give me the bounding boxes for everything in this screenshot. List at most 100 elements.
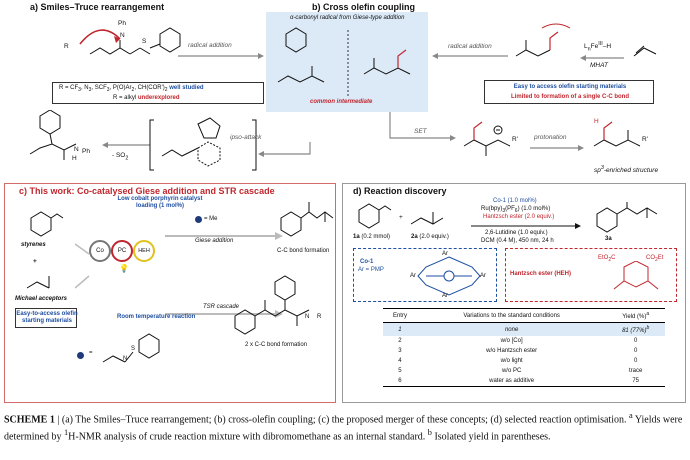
cc-bond-2-label: 2 x C-C bond formation <box>245 342 308 348</box>
hantzsch-structure-box: Hantzsch ester (HEH) EtO2C CO2Et <box>505 248 677 302</box>
ar-label-top: Ar <box>442 251 448 257</box>
hantzsch-label: Hantzsch ester (HEH) <box>510 271 572 277</box>
substrate-2a-label: 2a (2.0 equiv.) <box>411 234 449 240</box>
protonation-arrow <box>530 145 584 151</box>
panel-d: d) Reaction discovery 1a (0.2 mmol) + 2a… <box>342 183 686 403</box>
ipso-attack-label: ipso-attack <box>230 134 262 141</box>
table-header-entry: Entry <box>383 308 417 323</box>
panel-a-title: a) Smiles–Truce rearrangement <box>30 2 165 12</box>
room-temp-label: Room temperature reaction <box>117 314 196 320</box>
substrate-2a-structure <box>410 212 444 225</box>
condition-hantzsch: Hantzsch ester (2.0 equiv.) <box>483 214 555 220</box>
styrenes-label: styrenes <box>21 242 46 248</box>
set-arrow <box>389 112 456 141</box>
ph-label: Ph <box>118 20 126 27</box>
r-prime-label-2: R' <box>642 136 648 143</box>
equals-sign: = <box>89 350 93 356</box>
co-circle: Co <box>89 240 111 262</box>
mhat-label: MHAT <box>590 62 608 69</box>
plus-sign-d: + <box>399 214 403 221</box>
giese-product-structure <box>280 202 334 237</box>
panel-b-title: b) Cross olefin coupling <box>312 2 415 12</box>
so2-loss-label: - SO2 <box>112 152 129 162</box>
tsr-r-label: R <box>317 314 322 320</box>
product-ph-label: Ph <box>82 148 90 155</box>
amide-reagent-structure <box>102 333 160 363</box>
panel-b-arrow-label: radical addition <box>448 43 492 50</box>
common-intermediate-label: common intermediate <box>310 99 373 105</box>
condition-solvent: DCM (0.4 M), 450 nm, 24 h <box>481 238 554 244</box>
ar-label-left: Ar <box>410 273 416 279</box>
panel-c: c) This work: Co-catalysed Giese additio… <box>4 183 336 403</box>
product-nh-label: N <box>74 146 79 153</box>
carbanion-structure <box>463 121 511 156</box>
tsr-cascade-label: TSR cascade <box>203 304 240 310</box>
intermediate-structures <box>277 27 411 96</box>
ar-label-right: Ar <box>480 273 486 279</box>
michael-acceptors-label: Michael acceptors <box>15 296 68 302</box>
cc-bond-1-label: C-C bond formation <box>277 248 330 254</box>
limited-text: Limited to formation of a single C-C bon… <box>511 94 629 100</box>
r-prime-label-1: R' <box>512 136 518 143</box>
scope-line-2: R = alkyl underexplored <box>113 95 180 101</box>
co1-ar-label: Ar = PMP <box>358 267 384 273</box>
low-cobalt-label: Low cobalt porphyrin catalyst loading (1… <box>117 196 203 209</box>
co2et-label: CO2Et <box>646 255 664 264</box>
spiro-intermediate-structure <box>149 117 257 171</box>
s-atom-label: S <box>142 38 147 45</box>
me-label: = Me <box>204 216 218 222</box>
panel-a-forward-arrow <box>178 53 264 59</box>
easy-olefin-text: Easy to access olefin starting materials <box>513 84 627 90</box>
co1-structure-box: Co-1 Ar = PMP Ar Ar Ar Ar <box>353 248 497 302</box>
pc-circle: PC <box>111 240 133 262</box>
set-label: SET <box>414 128 427 135</box>
amide-s-label: S <box>131 346 136 352</box>
amide-n-label: N <box>123 356 128 362</box>
mhat-arrow <box>580 55 624 61</box>
light-bulb-icon: 💡 <box>119 264 129 273</box>
table-header-variation: Variations to the standard conditions <box>416 308 607 323</box>
panel-a-back-arrow <box>102 142 150 148</box>
panel-b-radical-structure <box>515 23 571 57</box>
common-intermediate-box <box>266 12 428 112</box>
easy-access-box: Easy-to-access olefin starting materials <box>15 308 78 328</box>
panel-c-arrows <box>75 232 283 318</box>
plus-sign: + <box>33 258 37 265</box>
easy-access-text: Easy-to-access olefin starting materials <box>16 311 78 324</box>
panel-a-reagent-structure <box>79 27 181 55</box>
panel-b-back-arrow <box>432 53 508 59</box>
table-header-yield: Yield (%)a <box>606 308 665 323</box>
me-dot-icon <box>195 216 202 223</box>
panel-d-title: d) Reaction discovery <box>353 186 447 196</box>
product-h-label: H <box>72 155 77 162</box>
amide-dot-icon <box>77 352 84 359</box>
h-atom-label: H <box>594 118 599 125</box>
panel-a-arrow-label: radical addition <box>188 42 232 49</box>
sp3-label: sp3-enriched structure <box>594 165 659 175</box>
panel-a-product-structure <box>29 110 77 160</box>
scope-line-1: R = CF3, N3, SCF3, P(O)Ar2, CH(COR')2 we… <box>59 85 204 94</box>
panel-b-info-box: Easy to access olefin starting materials… <box>484 80 654 104</box>
n-atom-label: N <box>120 32 125 39</box>
condition-ru: Ru(bpy)3(PF6) (1.0 mol%) <box>481 206 551 215</box>
substrate-1a-structure <box>358 203 392 229</box>
michael-acceptor-structure <box>26 276 50 289</box>
r-group-label: R <box>64 43 69 50</box>
reaction-arrow <box>471 223 581 229</box>
ipso-arrow <box>258 142 311 157</box>
porphyrin-structure <box>417 256 481 296</box>
blue-box-title: α-carbonyl radical from Giese-type addit… <box>290 15 405 21</box>
alkene-reagent <box>633 45 657 57</box>
eto2c-label: EtO2C <box>598 255 616 264</box>
fe-catalyst-label: LnFeIII–H <box>584 41 612 53</box>
hantzsch-ring <box>613 261 659 290</box>
sp3-product-structure <box>593 121 641 147</box>
styrene-structure <box>30 211 64 237</box>
ar-label-bottom: Ar <box>442 293 448 299</box>
scheme-caption: SCHEME 1 | (a) The Smiles–Truce rearrang… <box>4 411 683 443</box>
tsr-nh-label: N <box>305 314 310 320</box>
